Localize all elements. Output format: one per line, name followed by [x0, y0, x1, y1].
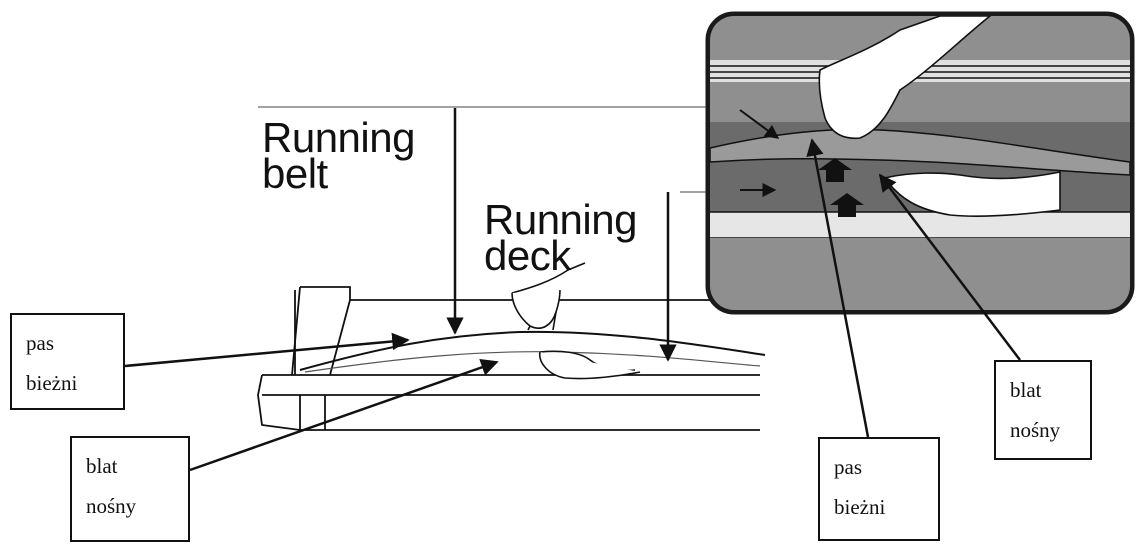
- treadmill-outline: [257, 286, 760, 431]
- left-deck-label-box: blat nośny: [70, 436, 190, 542]
- left-deck-leader-arrow: [189, 358, 499, 472]
- right-belt-leader-arrow: [806, 138, 870, 438]
- hand-lifting-belt: [511, 262, 586, 331]
- running-deck-line: [304, 351, 761, 373]
- right-deck-line1: blat: [1010, 378, 1042, 402]
- running-belt-label: Running belt: [262, 114, 415, 197]
- foot-under-belt: [539, 350, 641, 380]
- running-belt-curve: [299, 330, 766, 371]
- right-deck-label-box: blat nośny: [994, 360, 1092, 460]
- left-deck-line2: nośny: [86, 494, 137, 518]
- left-belt-line2: bieżni: [26, 371, 78, 395]
- inset-detail: [705, 11, 1135, 315]
- right-deck-line2: nośny: [1010, 418, 1061, 442]
- right-belt-line2: bieżni: [834, 495, 886, 519]
- right-belt-label-box: pas bieżni: [818, 437, 940, 541]
- left-belt-line1: pas: [26, 331, 54, 355]
- left-belt-leader-arrow: [124, 332, 410, 368]
- right-belt-line1: pas: [834, 455, 862, 479]
- left-deck-line1: blat: [86, 454, 118, 478]
- right-deck-leader-arrow: [878, 173, 1021, 361]
- running-deck-label: Running deck: [484, 196, 637, 279]
- left-belt-label-box: pas bieżni: [10, 313, 125, 410]
